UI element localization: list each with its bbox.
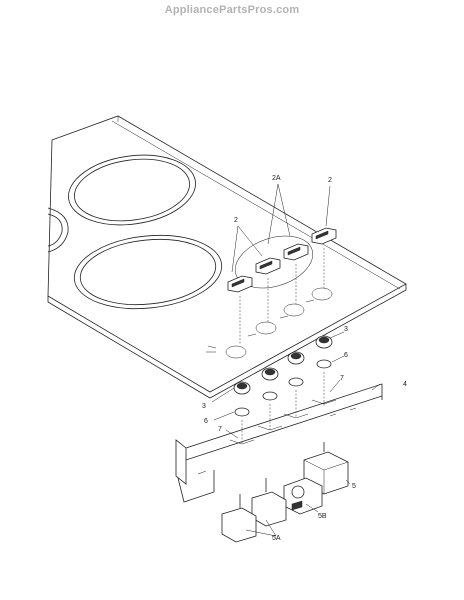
callout-4: 4 xyxy=(403,381,407,388)
knob-3 xyxy=(283,243,309,261)
infinite-switches xyxy=(221,442,349,543)
callout-7-left: 7 xyxy=(218,426,222,433)
knob-bezels xyxy=(233,335,333,417)
control-bracket xyxy=(175,372,383,503)
callout-3-right: 3 xyxy=(344,326,348,333)
callout-2-top: 2 xyxy=(328,177,332,184)
callout-7-right: 7 xyxy=(340,375,344,382)
dial-markings xyxy=(206,287,333,359)
callout-5: 5 xyxy=(352,483,356,490)
callout-5a: 5A xyxy=(272,535,281,542)
switch-5a-upper xyxy=(251,478,287,527)
knob-2 xyxy=(255,257,281,275)
cooktop-glass xyxy=(47,115,407,399)
callout-3-left: 3 xyxy=(202,403,206,410)
switch-5a-lower xyxy=(221,494,257,543)
callout-2a: 2A xyxy=(272,175,281,182)
callout-6-left: 6 xyxy=(204,418,208,425)
leader-lines xyxy=(211,183,381,537)
callout-5b: 5B xyxy=(318,513,327,520)
callout-6-right: 6 xyxy=(344,352,348,359)
watermark: AppliancePartsPros.com xyxy=(164,4,300,16)
burner-rings xyxy=(47,154,314,310)
knob-4 xyxy=(311,227,337,245)
control-knobs xyxy=(227,227,337,344)
switch-5b xyxy=(283,477,323,515)
callout-labels: 2A 2 2 3 6 3 4 7 6 7 5 5B 5A xyxy=(202,175,407,542)
callout-2-left: 2 xyxy=(234,217,238,224)
knob-1 xyxy=(227,275,253,293)
